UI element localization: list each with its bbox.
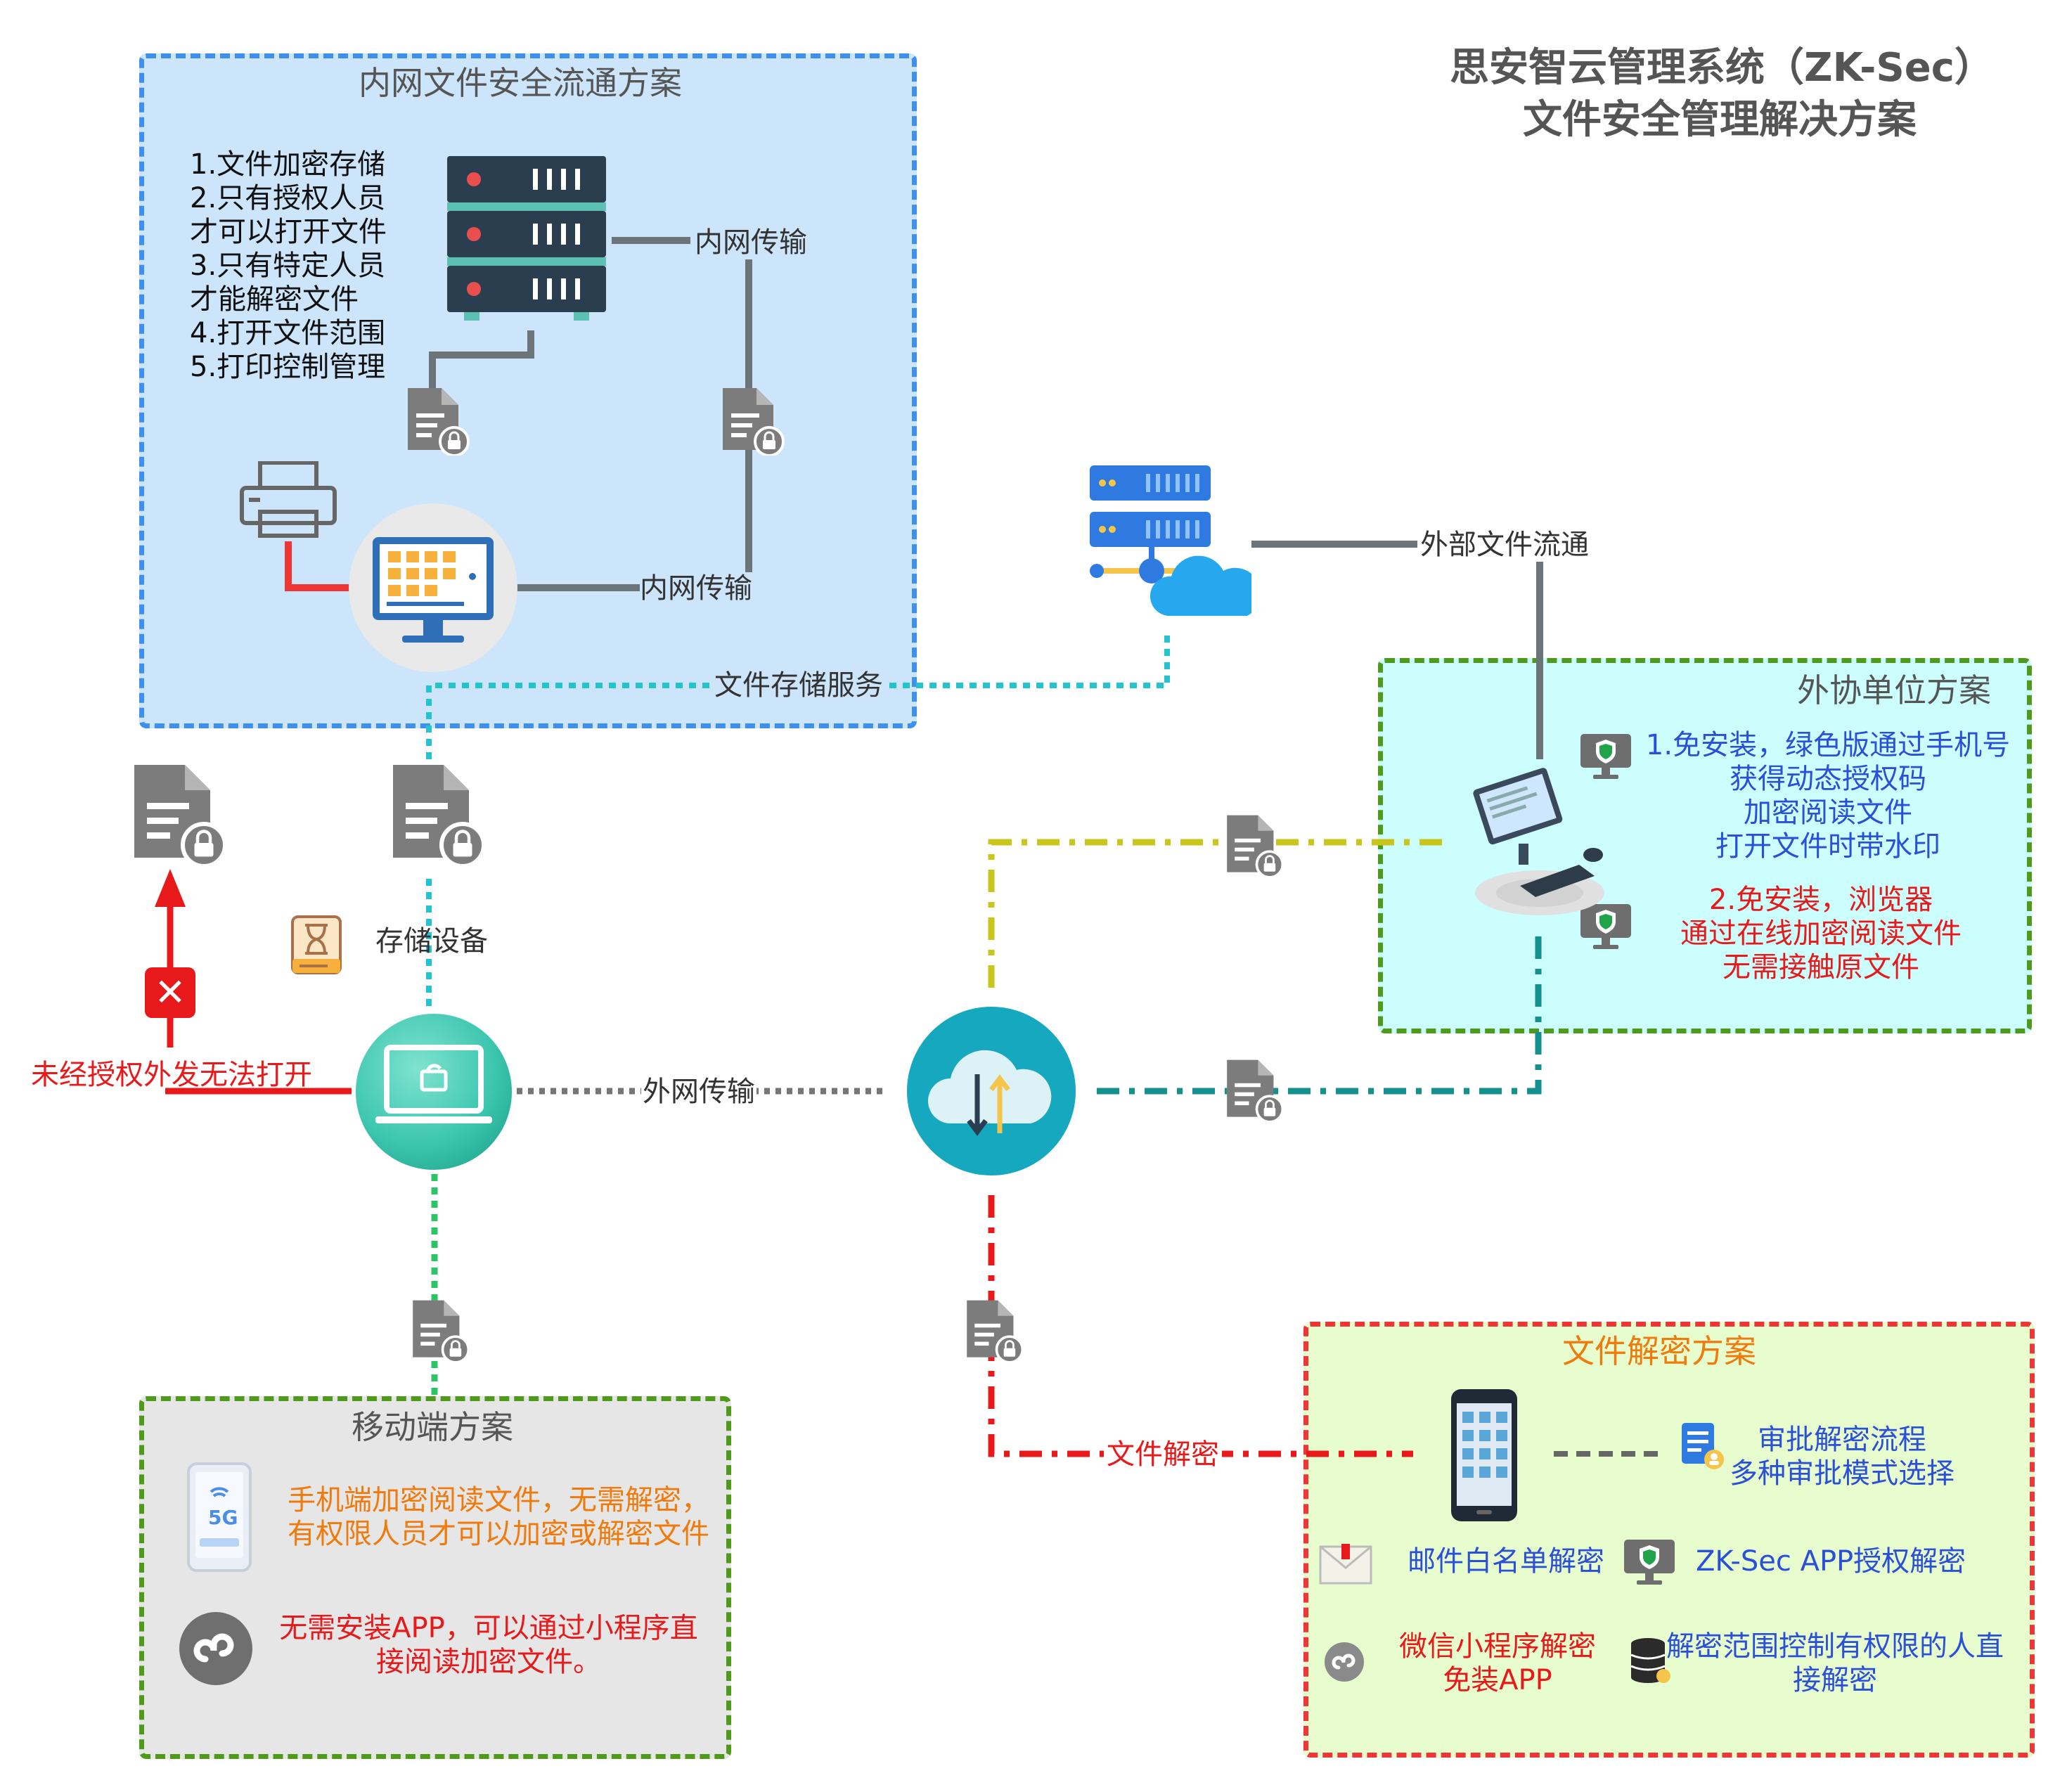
partner-item1-line3: 加密阅读文件 xyxy=(1744,797,1912,829)
locked-file-icon xyxy=(1221,1057,1285,1122)
partner-title: 外协单位方案 xyxy=(1797,671,1991,709)
5g-phone-icon: 5G xyxy=(187,1462,252,1572)
intranet-title: 内网文件安全流通方案 xyxy=(359,64,682,102)
scope-line2: 接解密 xyxy=(1793,1664,1877,1696)
intranet-features: 1.文件加密存储 2.只有授权人员 才可以打开文件 3.只有特定人员 才能解密文… xyxy=(190,148,387,384)
locked-file-icon xyxy=(1221,813,1285,877)
laptop-icon xyxy=(375,1045,492,1123)
mobile-item1: 手机端加密阅读文件，无需解密， 有权限人员才可以加密或解密文件 xyxy=(284,1483,713,1551)
scope-text: 解密范围控制有权限的人直 接解密 xyxy=(1652,1630,2018,1697)
feature-1: 1.文件加密存储 xyxy=(190,148,386,181)
printer-line xyxy=(285,541,352,591)
mobile-panel xyxy=(139,1396,731,1759)
locked-file-icon xyxy=(406,1298,471,1362)
partner-item2-line3: 无需接触原文件 xyxy=(1722,951,1919,984)
external-flow-label: 外部文件流通 xyxy=(1417,529,1592,562)
locked-file-icon xyxy=(382,761,488,866)
feature-5: 才能解密文件 xyxy=(190,283,359,316)
desktop-monitor-icon xyxy=(373,537,494,643)
feature-2: 2.只有授权人员 xyxy=(190,182,386,214)
locked-file-icon xyxy=(716,385,786,456)
partner-item2-line2: 通过在线加密阅读文件 xyxy=(1680,917,1962,950)
partner-item2-line1: 2.免安装，浏览器 xyxy=(1708,884,1933,916)
partner-item1-line4: 打开文件时带水印 xyxy=(1715,830,1940,863)
smartphone-icon xyxy=(1451,1389,1517,1521)
decrypt-title: 文件解密方案 xyxy=(1562,1332,1756,1370)
cloud-transfer-icon xyxy=(928,1050,1052,1136)
intranet-transfer-top: 内网传输 xyxy=(690,226,811,260)
mini-program-icon xyxy=(179,1612,252,1685)
wechat-line1: 微信小程序解密 xyxy=(1399,1630,1596,1663)
email-icon xyxy=(1319,1544,1372,1585)
feature-7: 5.打印控制管理 xyxy=(190,351,386,383)
unauthorized-label: 未经授权外发无法打开 xyxy=(31,1059,312,1091)
scope-line1: 解密范围控制有权限的人直 xyxy=(1666,1630,2004,1663)
wechat-line2: 免装APP xyxy=(1443,1664,1552,1696)
shield-monitor-icon xyxy=(1621,1537,1678,1586)
mobile-item2: 无需安装APP，可以通过小程序直 接阅读加密文件。 xyxy=(274,1611,703,1679)
locked-file-icon xyxy=(401,385,471,456)
mini-program-icon xyxy=(1325,1642,1364,1682)
app-authorize-label: ZK-Sec APP授权解密 xyxy=(1696,1545,1966,1578)
partner-item2: 2.免安装，浏览器 通过在线加密阅读文件 无需接触原文件 xyxy=(1673,883,1969,984)
approval-line1: 审批解密流程 xyxy=(1758,1424,1926,1456)
svg-text:5G: 5G xyxy=(208,1506,238,1529)
feature-3: 才可以打开文件 xyxy=(190,216,387,248)
feature-6: 4.打开文件范围 xyxy=(190,317,386,349)
hourglass-book-icon xyxy=(291,915,342,974)
mobile-item1-line1: 手机端加密阅读文件，无需解密， xyxy=(288,1484,709,1516)
feature-4: 3.只有特定人员 xyxy=(190,250,386,282)
blocked-x-icon: ✕ xyxy=(145,967,195,1018)
partner-panel xyxy=(1378,658,2032,1033)
wechat-text: 微信小程序解密 免装APP xyxy=(1392,1630,1603,1697)
mobile-item1-line2: 有权限人员才可以加密或解密文件 xyxy=(288,1518,709,1550)
up-arrow xyxy=(155,869,186,907)
laptop-circle xyxy=(356,1014,512,1170)
approval-text: 审批解密流程 多种审批模式选择 xyxy=(1715,1423,1969,1490)
printer-icon xyxy=(240,461,337,538)
locked-file-icon xyxy=(124,761,229,866)
partner-item1-line2: 获得动态授权码 xyxy=(1730,763,1926,795)
cloud-server-icon xyxy=(1090,465,1251,616)
decrypt-flow-label: 文件解密 xyxy=(1104,1438,1222,1472)
approval-doc-icon xyxy=(1682,1423,1724,1469)
partner-item1: 1.免安装，绿色版通过手机号 获得动态授权码 加密阅读文件 打开文件时带水印 xyxy=(1638,728,2018,863)
main-title-line1: 思安智云管理系统（ZK-Sec） xyxy=(1450,45,1994,91)
main-title-line2: 文件安全管理解决方案 xyxy=(1523,97,1917,143)
server-rack-icon xyxy=(447,156,606,321)
external-transfer-label: 外网传输 xyxy=(641,1076,756,1109)
mobile-item2-line1: 无需安装APP，可以通过小程序直 xyxy=(279,1612,698,1644)
partner-computer-icon xyxy=(1473,768,1604,915)
approval-line2: 多种审批模式选择 xyxy=(1730,1457,1955,1490)
locked-file-icon xyxy=(960,1298,1025,1362)
database-icon xyxy=(1630,1638,1670,1683)
mobile-item2-line2: 接阅读加密文件。 xyxy=(376,1646,601,1678)
partner-yellow-line xyxy=(988,839,1448,988)
mobile-title: 移动端方案 xyxy=(352,1408,513,1446)
decrypt-red-line xyxy=(988,1195,1413,1457)
email-whitelist-label: 邮件白名单解密 xyxy=(1408,1545,1604,1578)
storage-device-label: 存储设备 xyxy=(375,925,488,958)
intranet-transfer-bottom: 内网传输 xyxy=(640,572,752,606)
partner-item1-line1: 1.免安装，绿色版通过手机号 xyxy=(1645,729,2011,761)
file-storage-service-label: 文件存储服务 xyxy=(711,669,886,703)
partner-teal-line xyxy=(1097,927,1542,1095)
